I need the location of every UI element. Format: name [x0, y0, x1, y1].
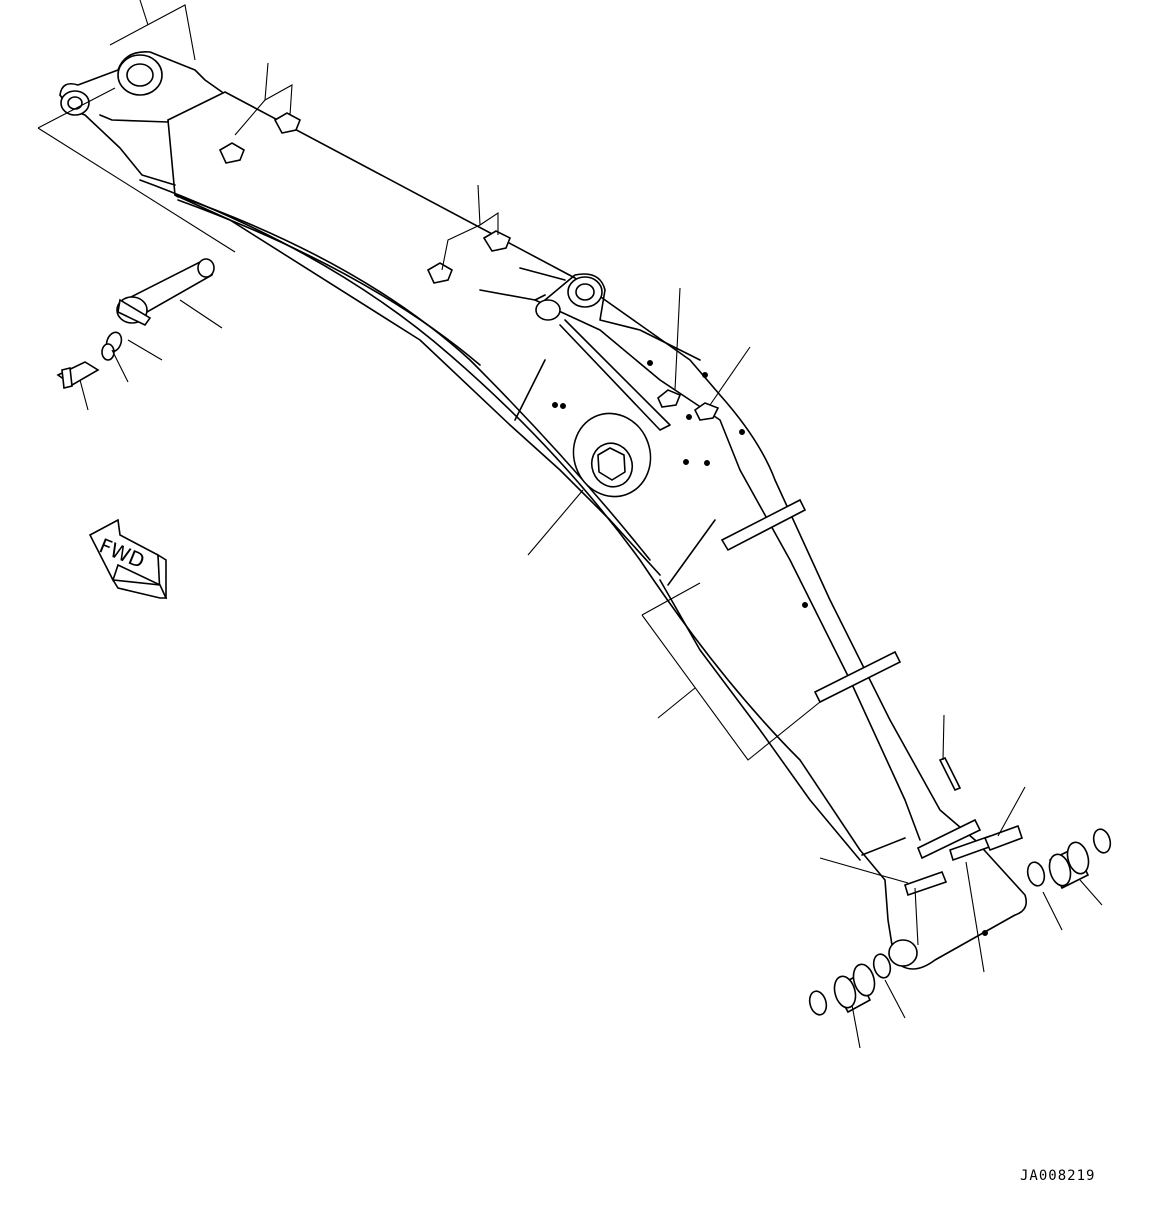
- bushings-and-rings: [808, 828, 1112, 1016]
- leader-lines: [37, 0, 1103, 1049]
- boom-pin-assembly: [56, 258, 215, 389]
- clamp-group-upper: [218, 112, 720, 421]
- drawing-code: JA008219: [1020, 1168, 1096, 1184]
- fwd-direction-arrow-icon: FWD: [88, 518, 168, 600]
- boom-body: [59, 51, 1028, 970]
- clamp-strips: [720, 498, 1024, 897]
